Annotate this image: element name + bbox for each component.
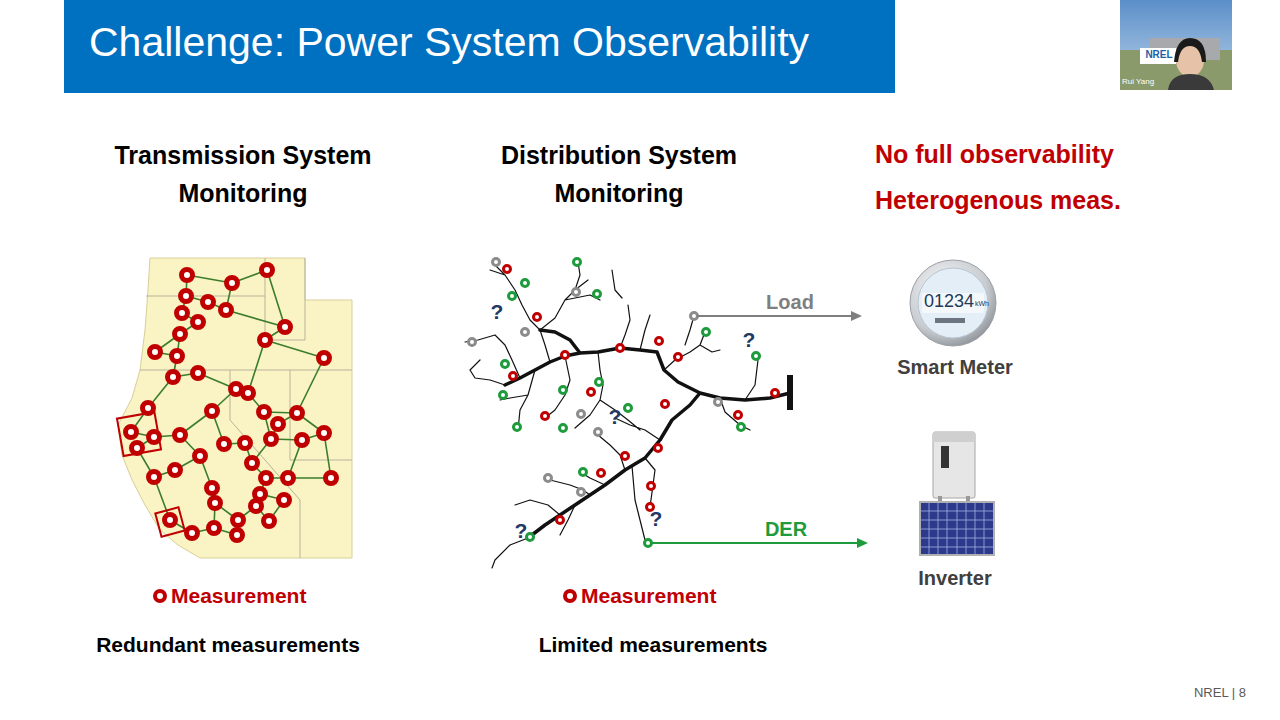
meter-unit: kWh (975, 300, 989, 308)
smart-meter: 01234kWhSmart Meter (905, 258, 1005, 383)
speaker-name: Rui Yang (1122, 77, 1154, 87)
challenge-note: Heterogenous meas. (875, 185, 1121, 215)
title-band: Challenge: Power System Observability (64, 0, 895, 93)
unknown-mark: ? (511, 518, 531, 543)
distribution-measurements-green (500, 259, 760, 547)
challenge-note: No full observability (875, 139, 1114, 169)
arrow-label: Load (750, 290, 830, 314)
unknown-mark: ? (487, 299, 507, 324)
meter-reading: 01234 (924, 291, 974, 313)
inverter: Inverter (905, 428, 1005, 590)
inverter-symbol (905, 428, 1005, 590)
focus-squares (117, 412, 185, 537)
logo-text: NREL (1141, 49, 1177, 61)
arrow-label: DER (746, 517, 826, 541)
slide-footer: NREL | 8 (1146, 685, 1246, 701)
device-name: Inverter (880, 566, 1030, 590)
transmission-measurements (126, 265, 337, 541)
legend-text: Measurement (171, 583, 306, 608)
unknown-mark: ? (605, 404, 625, 429)
panel-caption: Redundant measurements (78, 632, 378, 657)
transmission-lines (131, 270, 331, 535)
distribution-measurements-red (504, 266, 779, 524)
legend-text: Measurement (581, 583, 716, 608)
unknown-mark: ? (739, 327, 759, 352)
distribution-measurements-gray (469, 259, 722, 496)
webcam-thumbnail (1120, 0, 1232, 90)
panel-heading: Transmission System Monitoring (93, 136, 393, 212)
western-us-map (118, 258, 352, 558)
device-name: Smart Meter (880, 355, 1030, 379)
panel-heading: Distribution System Monitoring (469, 136, 769, 212)
panel-caption: Limited measurements (503, 632, 803, 657)
unknown-mark: ? (646, 506, 666, 531)
slide-title: Challenge: Power System Observability (89, 18, 809, 67)
der-arrow (651, 538, 868, 548)
distribution-feeder (465, 262, 793, 568)
